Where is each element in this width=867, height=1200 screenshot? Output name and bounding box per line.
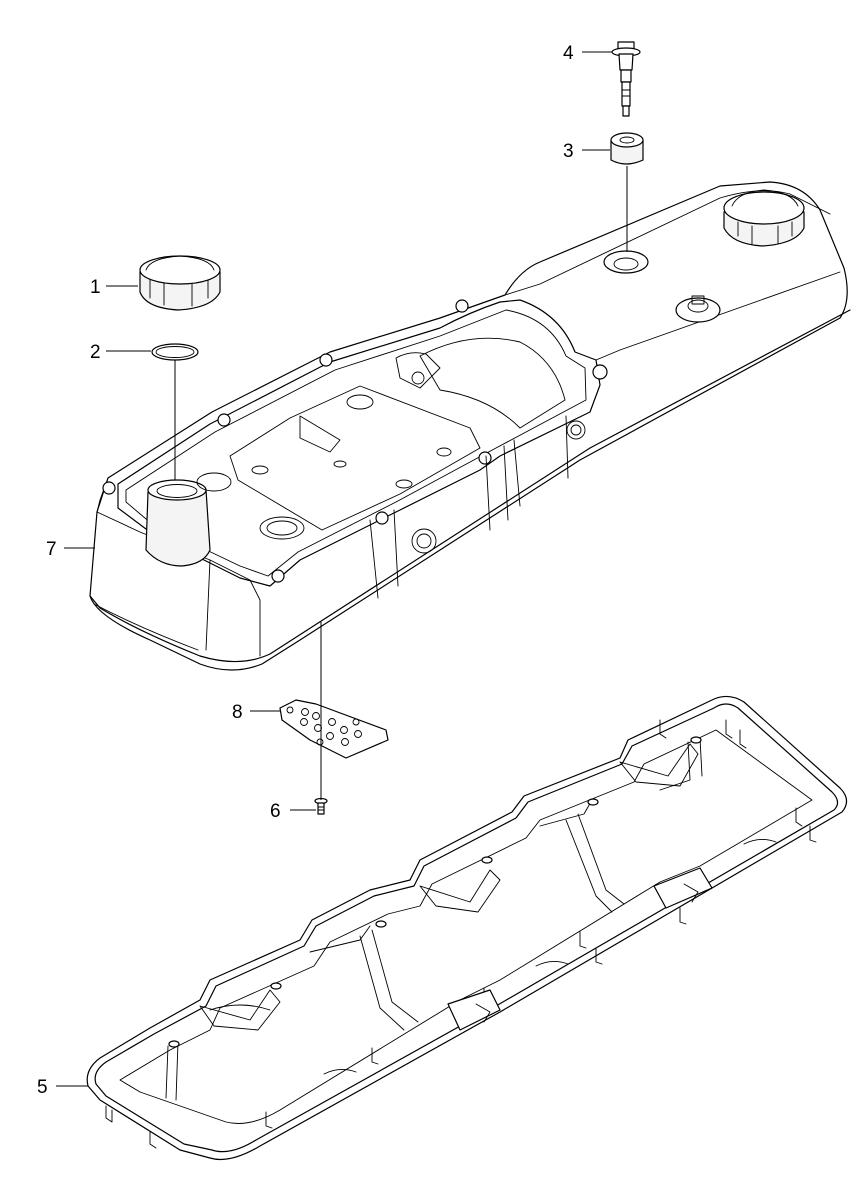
screw-part bbox=[314, 797, 328, 815]
grommet-part bbox=[610, 132, 644, 165]
callout-labels: 1 2 3 4 5 6 7 8 bbox=[37, 43, 574, 1098]
callout-1: 1 bbox=[90, 277, 101, 298]
callout-2: 2 bbox=[90, 342, 101, 363]
callout-6: 6 bbox=[270, 801, 281, 822]
callout-3: 3 bbox=[563, 141, 574, 162]
valve-cover-part bbox=[89, 181, 851, 671]
callout-5: 5 bbox=[37, 1077, 48, 1098]
oil-filler-cap-part bbox=[139, 255, 221, 311]
leader-lines bbox=[56, 51, 628, 1087]
callout-7: 7 bbox=[46, 539, 57, 560]
o-ring-part bbox=[151, 343, 199, 361]
callout-8: 8 bbox=[232, 702, 243, 723]
bolt-part bbox=[611, 41, 641, 117]
callout-4: 4 bbox=[563, 43, 574, 64]
gasket-bolt-posts bbox=[168, 736, 702, 1048]
baffle-plate-part bbox=[279, 699, 389, 759]
valve-cover-gasket-part bbox=[86, 695, 848, 1161]
